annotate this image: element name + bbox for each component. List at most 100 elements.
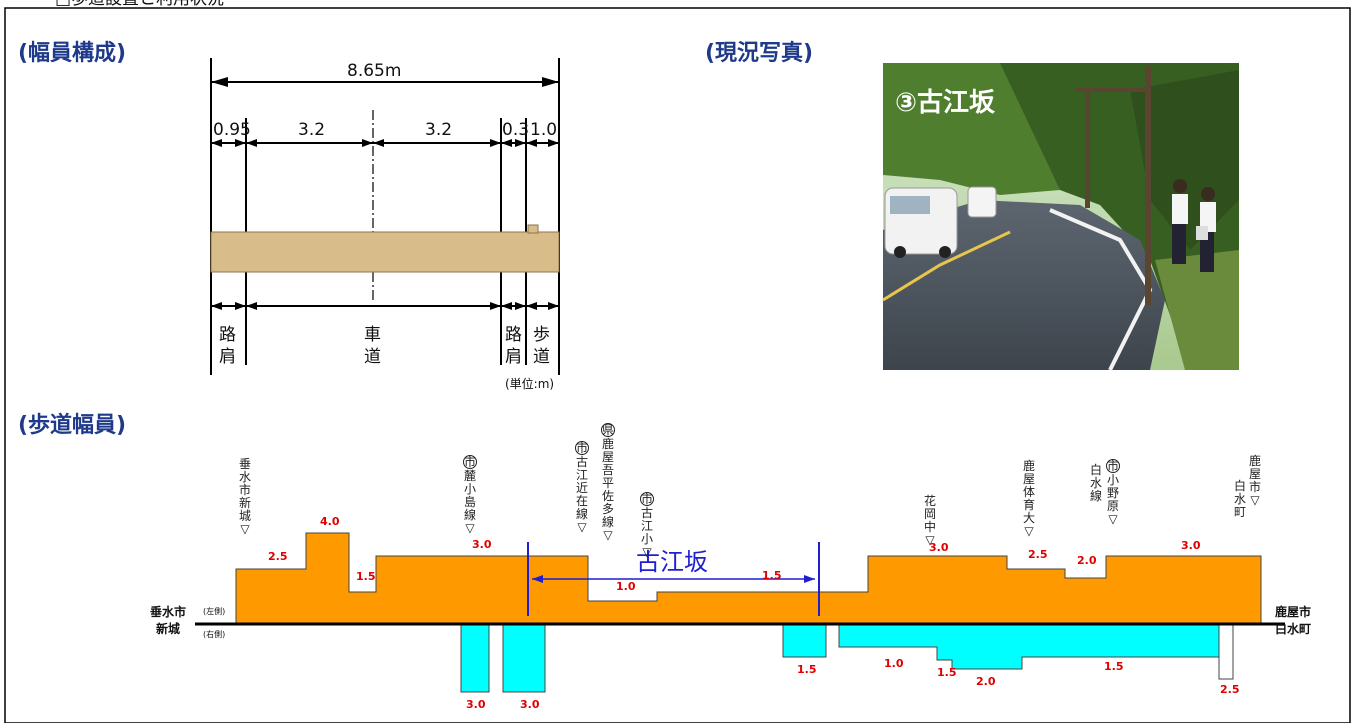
landmark-mark: 市 [1107, 458, 1119, 473]
landmark-char: 白 [1090, 462, 1102, 477]
left-width-label: 4.0 [320, 515, 340, 528]
right-width-label: 2.5 [1220, 683, 1240, 696]
header-width-config: (幅員構成) [18, 40, 126, 66]
segment-4: 1.0 [530, 120, 557, 140]
left-width-label: 1.0 [616, 580, 636, 593]
section-arrowhead-right [804, 575, 815, 583]
right-width-label: 2.0 [976, 675, 996, 688]
landmark-char: 城 [239, 509, 251, 523]
landmark-char: 屋 [1249, 467, 1261, 481]
landmark-labels: 垂水市新城▽市麓小島線▽市古江近在線▽県鹿屋吾平佐多線▽市古江小▽花岡中▽鹿屋体… [239, 423, 1261, 559]
landmark-char: 中 [924, 519, 936, 534]
landmark-char: 在 [576, 494, 588, 508]
section-arrowhead-left [532, 575, 543, 583]
header-photo: (現況写真) [705, 40, 813, 66]
landmark-char: 小 [1107, 473, 1119, 487]
landmark-char: 屋 [602, 450, 614, 464]
landmark-char: 大 [1023, 511, 1035, 525]
landmark-char: 白 [1234, 478, 1246, 493]
landmark-char: 島 [464, 494, 476, 509]
road-cross-section [210, 231, 560, 273]
landmark-char: ▽ [642, 545, 652, 559]
left-width-label: 2.5 [268, 550, 288, 563]
right-width-label: 1.5 [797, 663, 817, 676]
label-shoulder-right-2: 肩 [505, 347, 522, 367]
landmark-char: 垂 [239, 457, 251, 471]
landmark-char: 平 [602, 476, 614, 490]
photo-caption: ③古江坂 [895, 88, 996, 118]
sidewalk-curb [527, 224, 539, 234]
landmark-char: 近 [576, 481, 588, 495]
top-caption: □歩道設置と利用状況 [55, 0, 224, 9]
landmark-char: 小 [464, 482, 476, 496]
landmark-char: 線 [602, 514, 614, 529]
right-width-label: 1.5 [1104, 660, 1124, 673]
right-width-label: 3.0 [466, 698, 486, 711]
total-width-label: 8.65m [347, 61, 401, 81]
segment-0: 0.95 [213, 120, 251, 140]
landmark-char: 原 [1107, 499, 1119, 513]
landmark-char: 市 [239, 482, 251, 497]
right-width-label: 1.0 [884, 657, 904, 670]
landmark-char: ▽ [1024, 524, 1034, 538]
landmark-char: ▽ [925, 533, 935, 547]
landmark-mark: 市 [576, 440, 588, 455]
landmark-char: ▽ [465, 521, 475, 535]
landmark-char: 佐 [602, 489, 614, 503]
label-shoulder-right-1: 路 [505, 325, 522, 345]
landmark-char: 多 [602, 502, 614, 516]
landmark-char: 水 [1234, 492, 1246, 506]
left-width-label: 2.5 [1028, 548, 1048, 561]
landmark-char: 麓 [464, 469, 476, 483]
landmark-char: 鹿 [602, 436, 614, 451]
landmark-mark-circle [575, 441, 589, 455]
left-width-label: 3.0 [1181, 539, 1201, 552]
right-end-line-1: 鹿屋市 [1275, 604, 1311, 619]
landmark-char: ▽ [1108, 512, 1118, 526]
landmark-char: 市 [1249, 479, 1261, 494]
photo [882, 63, 1239, 371]
left-end-line-1: 垂水市 [150, 604, 186, 619]
segment-2: 3.2 [425, 120, 452, 140]
unit-label: (単位:m) [505, 376, 554, 391]
landmark-mark-circle [601, 423, 615, 437]
landmark-mark: 市 [464, 454, 476, 469]
section-label: 古江坂 [636, 548, 708, 576]
landmark-char: 線 [464, 507, 476, 522]
label-sidewalk-2: 道 [533, 347, 550, 367]
side-right-label: (右側) [203, 629, 225, 639]
label-roadway-2: 道 [364, 347, 381, 367]
left-width-label: 3.0 [472, 538, 492, 551]
landmark-char: ▽ [603, 528, 613, 542]
landmark-mark-circle [640, 492, 654, 506]
landmark-char: 水 [239, 470, 251, 484]
landmark-char: ▽ [240, 522, 250, 536]
landmark-char: 育 [1023, 497, 1035, 512]
segment-3: 0.3 [502, 120, 529, 140]
landmark-mark: 市 [641, 491, 653, 506]
landmark-char: 岡 [924, 507, 936, 521]
label-sidewalk-1: 歩 [533, 325, 550, 345]
right-width-label: 3.0 [520, 698, 540, 711]
segment-1: 3.2 [298, 120, 325, 140]
landmark-char: 新 [239, 495, 251, 510]
landmark-char: 江 [641, 519, 653, 533]
landmark-char: 吾 [602, 463, 614, 477]
left-width-label: 2.0 [1077, 554, 1097, 567]
landmark-char: ▽ [1250, 493, 1260, 507]
landmark-char: 町 [1234, 505, 1246, 519]
width-value-labels: 2.5 4.0 1.5 3.0 1.0 3.0 2.5 2.0 3.0 3.0 3.0 1.5 1.0 1… [268, 515, 1240, 711]
landmark-char: 小 [641, 532, 653, 546]
landmark-char: 水 [1090, 476, 1102, 490]
left-side-width-shape [235, 532, 1262, 624]
section-value: 1.5 [762, 569, 782, 582]
side-left-label: (左側) [203, 606, 225, 616]
landmark-char: 江 [576, 468, 588, 482]
right-end-line-2: 白水町 [1275, 621, 1311, 636]
landmark-char: 鹿 [1023, 458, 1035, 473]
landmark-char: 古 [576, 454, 588, 469]
landmark-char: 線 [576, 506, 588, 521]
left-width-label: 3.0 [929, 541, 949, 554]
